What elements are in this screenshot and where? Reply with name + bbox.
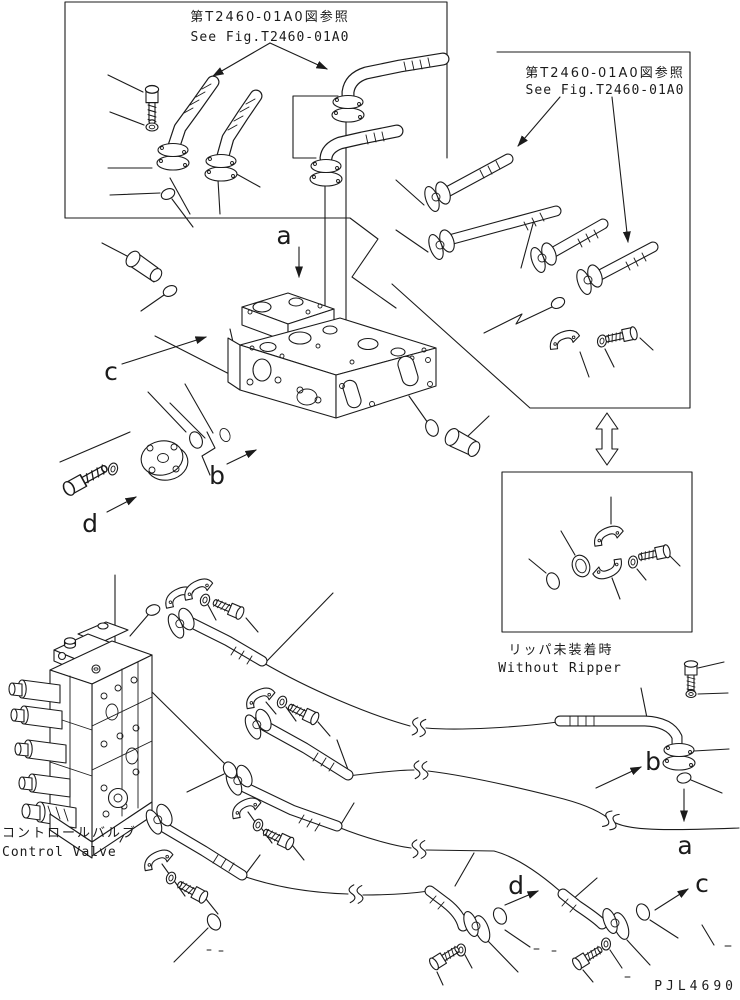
see-fig-label-left-jp: 第T2460-01A0図参照 <box>190 9 349 25</box>
callout-a-upper: a <box>276 221 291 250</box>
control-valve-label-en: Control Valve <box>2 845 117 860</box>
bent-tube-assembly-left <box>144 75 263 203</box>
hose-end-c <box>557 888 653 972</box>
ripper-valve-manifold <box>227 292 437 419</box>
text-layer: 第T2460-01A0図参照 See Fig.T2460-01A0 第T2460… <box>2 9 737 994</box>
hose-row-4 <box>141 800 248 905</box>
cover-plate-group <box>60 426 233 498</box>
drawing-number: PJL4690 <box>654 979 737 994</box>
callout-d-upper: d <box>82 509 98 538</box>
without-ripper-label-en: Without Ripper <box>498 661 622 676</box>
callout-b-lower: b <box>645 747 661 776</box>
pipe-break-mark <box>410 838 428 860</box>
callout-c-lower: c <box>695 869 709 898</box>
pipe-break-mark <box>599 808 622 833</box>
hose-group-right <box>421 153 659 297</box>
pipe-break-mark <box>412 759 430 781</box>
detail-box-top-right <box>391 51 691 409</box>
callout-a-lower: a <box>677 831 692 860</box>
see-fig-label-left-en: See Fig.T2460-01A0 <box>191 30 350 45</box>
leader-lines <box>59 74 730 986</box>
see-fig-label-right-en: See Fig.T2460-01A0 <box>526 83 685 98</box>
elbow-hose-assembly <box>292 52 450 187</box>
split-flange-kit-right <box>548 294 639 350</box>
hose-row-1 <box>162 576 699 785</box>
bolt <box>144 84 160 125</box>
hose-end-d <box>424 885 510 972</box>
callout-d-lower: d <box>508 871 524 900</box>
hose-routing-curves <box>242 661 740 896</box>
o-ring <box>158 185 178 203</box>
plug-and-oring-bottom <box>422 417 481 457</box>
without-ripper-inset-box <box>501 471 693 633</box>
see-fig-label-right-jp: 第T2460-01A0図参照 <box>525 65 684 81</box>
callout-b-upper: b <box>209 461 225 490</box>
double-arrow <box>595 412 619 466</box>
pipe-break-mark <box>347 883 365 905</box>
control-valve-label-jp: コントロールバルブ <box>2 825 137 841</box>
tick-marks <box>206 945 732 978</box>
without-ripper-parts <box>543 524 672 592</box>
control-valve-block <box>8 621 153 859</box>
hose-row-2 <box>240 685 354 781</box>
hose-row-3 <box>221 761 343 852</box>
pipe-break-mark <box>409 716 429 739</box>
without-ripper-label-jp: リッパ未装着時 <box>508 642 613 658</box>
callout-c-upper: c <box>104 357 118 386</box>
plug-and-oring-left <box>125 250 180 300</box>
o-ring <box>144 602 162 618</box>
callout-arrows <box>106 42 689 911</box>
detail-box-top-left <box>64 1 448 309</box>
